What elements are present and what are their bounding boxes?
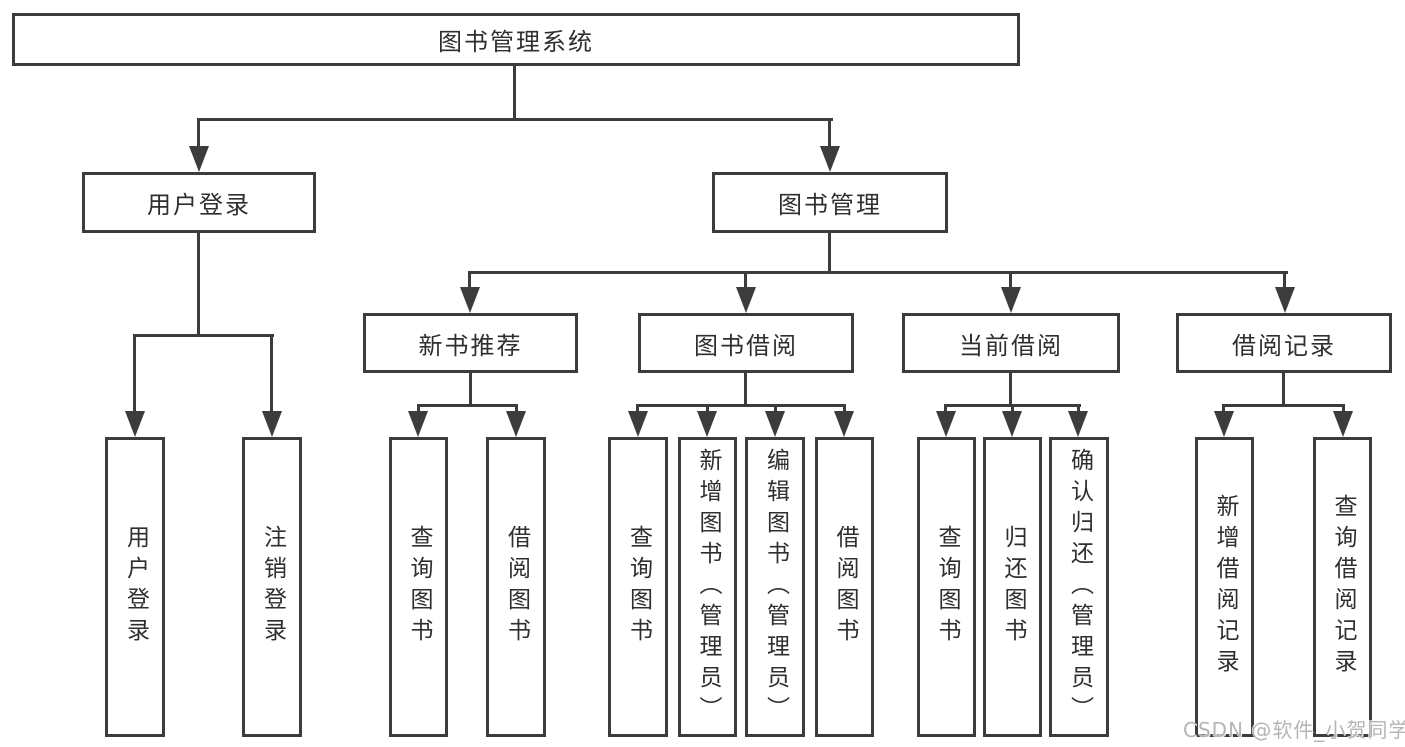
leaf-bb-edit-books-admin: 编辑图书（管理员） xyxy=(745,437,805,737)
connector-line xyxy=(1283,271,1286,291)
leaf-bb-add-books-admin: 新增图书（管理员） xyxy=(678,437,737,737)
leaf-nbr-borrow-books: 借阅图书 xyxy=(486,437,546,737)
connector-line xyxy=(469,373,472,407)
leaf-cb-query-books: 查询图书 xyxy=(917,437,976,737)
node-book-borrow: 图书借阅 xyxy=(638,313,854,373)
arrow-down-icon xyxy=(820,146,840,172)
connector-line xyxy=(1011,404,1014,414)
node-user-login: 用户登录 xyxy=(82,172,316,233)
connector-line xyxy=(197,118,833,121)
arrow-down-icon xyxy=(125,411,145,437)
node-label: 图书管理系统 xyxy=(438,28,594,56)
node-label: 用户登录 xyxy=(147,191,251,219)
node-label: 当前借阅 xyxy=(959,331,1063,360)
leaf-br-add-record: 新增借阅记录 xyxy=(1195,437,1254,737)
connector-line xyxy=(515,404,518,414)
connector-line xyxy=(1009,373,1012,407)
arrow-down-icon xyxy=(262,411,282,437)
leaf-bb-query-books: 查询图书 xyxy=(608,437,668,737)
connector-line xyxy=(133,334,274,337)
leaf-logout: 注销登录 xyxy=(242,437,302,737)
arrow-down-icon xyxy=(1333,411,1353,437)
leaf-cb-return-books: 归还图书 xyxy=(983,437,1042,737)
connector-line xyxy=(843,404,846,414)
node-label: 新书推荐 xyxy=(418,331,523,360)
node-label: 查询借阅记录 xyxy=(1330,494,1356,680)
arrow-down-icon xyxy=(1068,411,1088,437)
connector-line xyxy=(417,404,420,414)
connector-line xyxy=(417,404,518,407)
connector-line xyxy=(270,334,273,413)
connector-line xyxy=(468,271,1288,274)
node-label: 新增图书（管理员） xyxy=(695,447,721,727)
arrow-down-icon xyxy=(1001,287,1021,313)
connector-line xyxy=(944,404,947,414)
connector-line xyxy=(1077,404,1080,414)
arrow-down-icon xyxy=(506,411,526,437)
node-label: 归还图书 xyxy=(1000,525,1026,649)
node-label: 借阅图书 xyxy=(503,525,530,649)
connector-line xyxy=(744,373,747,407)
node-label: 查询图书 xyxy=(625,525,652,649)
node-label: 注销登录 xyxy=(259,525,286,649)
connector-line xyxy=(468,271,471,291)
node-book-management: 图书管理 xyxy=(712,172,948,233)
connector-line xyxy=(828,233,831,274)
node-label: 新增借阅记录 xyxy=(1212,494,1238,680)
node-label: 查询图书 xyxy=(406,525,432,649)
connector-line xyxy=(636,404,846,407)
node-root: 图书管理系统 xyxy=(12,13,1020,66)
node-label: 确认归还（管理员） xyxy=(1066,447,1093,727)
node-label: 图书管理 xyxy=(778,191,882,219)
connector-line xyxy=(133,334,136,413)
arrow-down-icon xyxy=(834,411,854,437)
node-label: 图书借阅 xyxy=(694,331,798,360)
arrow-down-icon xyxy=(1275,287,1295,313)
connector-line xyxy=(774,404,777,414)
node-label: 借阅记录 xyxy=(1232,331,1336,360)
arrow-down-icon xyxy=(736,287,756,313)
connector-line xyxy=(828,118,831,150)
connector-line xyxy=(744,271,747,291)
arrow-down-icon xyxy=(628,411,648,437)
node-label: 查询图书 xyxy=(934,525,960,649)
connector-line xyxy=(706,404,709,414)
arrow-down-icon xyxy=(697,411,717,437)
arrow-down-icon xyxy=(1214,411,1234,437)
node-current-borrow: 当前借阅 xyxy=(902,313,1120,373)
node-borrow-records: 借阅记录 xyxy=(1176,313,1392,373)
leaf-br-query-record: 查询借阅记录 xyxy=(1313,437,1372,737)
connector-line xyxy=(1342,404,1345,414)
arrow-down-icon xyxy=(936,411,956,437)
connector-line xyxy=(1222,404,1225,414)
arrow-down-icon xyxy=(408,411,428,437)
connector-line xyxy=(513,66,516,120)
node-new-book-recommend: 新书推荐 xyxy=(363,313,578,373)
node-label: 借阅图书 xyxy=(832,525,858,649)
connector-line xyxy=(1222,404,1345,407)
connector-line xyxy=(1009,271,1012,291)
connector-line xyxy=(197,233,200,336)
arrow-down-icon xyxy=(189,146,209,172)
arrow-down-icon xyxy=(765,411,785,437)
connector-line xyxy=(1282,373,1285,407)
connector-line xyxy=(197,118,200,150)
node-label: 编辑图书（管理员） xyxy=(762,447,789,727)
leaf-bb-borrow-books: 借阅图书 xyxy=(815,437,874,737)
leaf-cb-confirm-return-admin: 确认归还（管理员） xyxy=(1049,437,1109,737)
arrow-down-icon xyxy=(460,287,480,313)
watermark: CSDN @软件_小贺同学 xyxy=(1183,718,1405,742)
connector-line xyxy=(636,404,639,414)
leaf-nbr-query-books: 查询图书 xyxy=(389,437,448,737)
node-label: 用户登录 xyxy=(122,525,149,649)
leaf-user-login: 用户登录 xyxy=(105,437,165,737)
arrow-down-icon xyxy=(1002,411,1022,437)
